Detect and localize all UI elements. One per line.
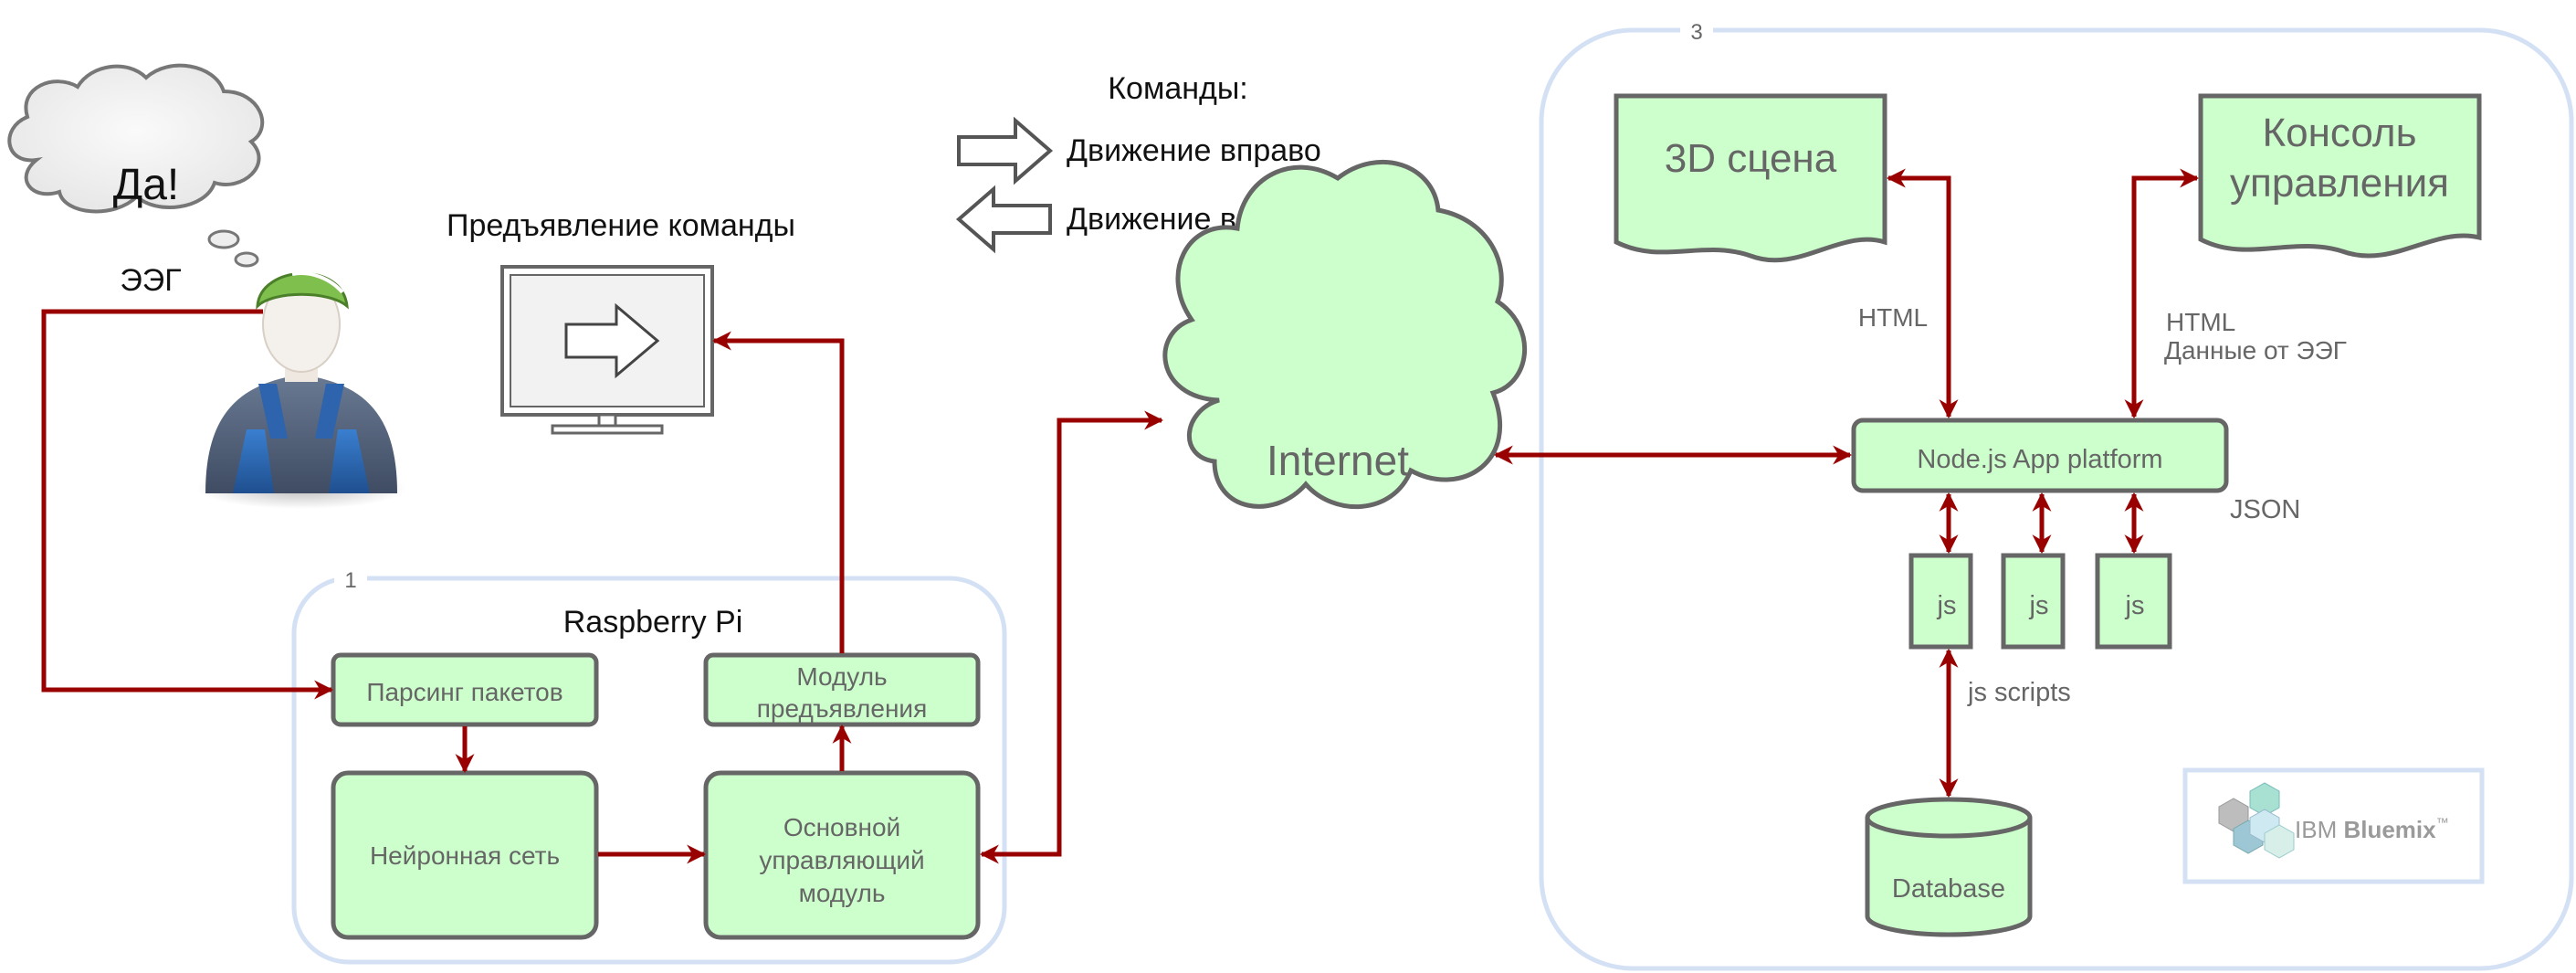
group-number: 1 (344, 568, 356, 593)
control-console-box (2198, 93, 2482, 259)
js-label: js (2029, 591, 2049, 620)
thought-bubble: Да! (7, 63, 265, 268)
nodejs-platform-box (1851, 418, 2229, 493)
scene-platform-arrow (1886, 168, 1959, 419)
presentation-module-label: предъявления (757, 694, 927, 723)
database-label: Database (1892, 874, 2005, 904)
html-right-label: HTML (2166, 308, 2235, 336)
internet-label: Internet (1267, 437, 1409, 484)
brand-ibm: IBM (2295, 816, 2343, 843)
bluemix-group: 3 3D сцена Консоль управления HTML HTML … (1539, 18, 2574, 971)
js-script-box (1908, 553, 1973, 650)
presentation-title: Предъявление команды (447, 208, 795, 243)
main-module-label: модуль (799, 879, 886, 907)
3d-scene-label: 3D сцена (1665, 136, 1837, 181)
arrow-left-icon (955, 185, 1052, 254)
arrow-right-icon (564, 302, 660, 379)
control-console-label: Консоль (2263, 111, 2417, 155)
main-module-label: Основной (783, 813, 900, 841)
presentation-module-label: Модуль (796, 662, 887, 691)
commands-title: Команды: (1108, 71, 1248, 106)
ibm-bluemix-logo: IBM Bluemix™ (2182, 767, 2485, 884)
html-left-label: HTML (1858, 303, 1928, 332)
database-icon: Database (1865, 797, 2033, 937)
connectors (41, 168, 2200, 864)
bubble-text: Да! (113, 161, 180, 209)
neural-network-label: Нейронная сеть (370, 841, 560, 870)
brand-bluemix: Bluemix (2343, 816, 2436, 843)
command-right-label: Движение вправо (1067, 133, 1321, 168)
group-number: 3 (1690, 20, 1702, 45)
bubble-dot-icon (234, 251, 259, 268)
main-module-label: управляющий (759, 846, 924, 874)
console-platform-arrow (2124, 168, 2200, 419)
internet-cloud: Internet (1162, 159, 1528, 510)
raspberry-pi-group: 1 Raspberry Pi Парсинг пакетов Модуль пр… (291, 566, 1007, 965)
presentation-to-monitor-arrow (711, 331, 845, 653)
eeg-to-parse-arrow (41, 309, 334, 700)
svg-text:IBM Bluemix™: IBM Bluemix™ (2295, 815, 2449, 843)
eeg-data-label: Данные от ЭЭГ (2164, 336, 2347, 365)
js-label: js (2125, 591, 2145, 620)
js-script-box (2095, 553, 2172, 650)
js-label: js (1937, 591, 1957, 620)
arrow-right-icon (957, 116, 1054, 185)
control-console-label: управления (2230, 161, 2449, 206)
js-scripts-label: js scripts (1967, 678, 2071, 707)
js-script-box (2001, 553, 2066, 650)
json-label: JSON (2230, 495, 2300, 524)
nodejs-platform-label: Node.js App platform (1917, 445, 2162, 474)
person-icon (196, 271, 406, 509)
parse-packets-label: Парсинг пакетов (366, 678, 563, 706)
bubble-dot-icon (207, 229, 240, 249)
raspberry-title: Raspberry Pi (563, 605, 743, 640)
brand-tm: ™ (2436, 815, 2449, 830)
eeg-label: ЭЭГ (120, 263, 181, 298)
main-internet-arrow (979, 410, 1164, 864)
3d-scene-box (1614, 93, 1887, 263)
monitor-icon (500, 265, 714, 435)
